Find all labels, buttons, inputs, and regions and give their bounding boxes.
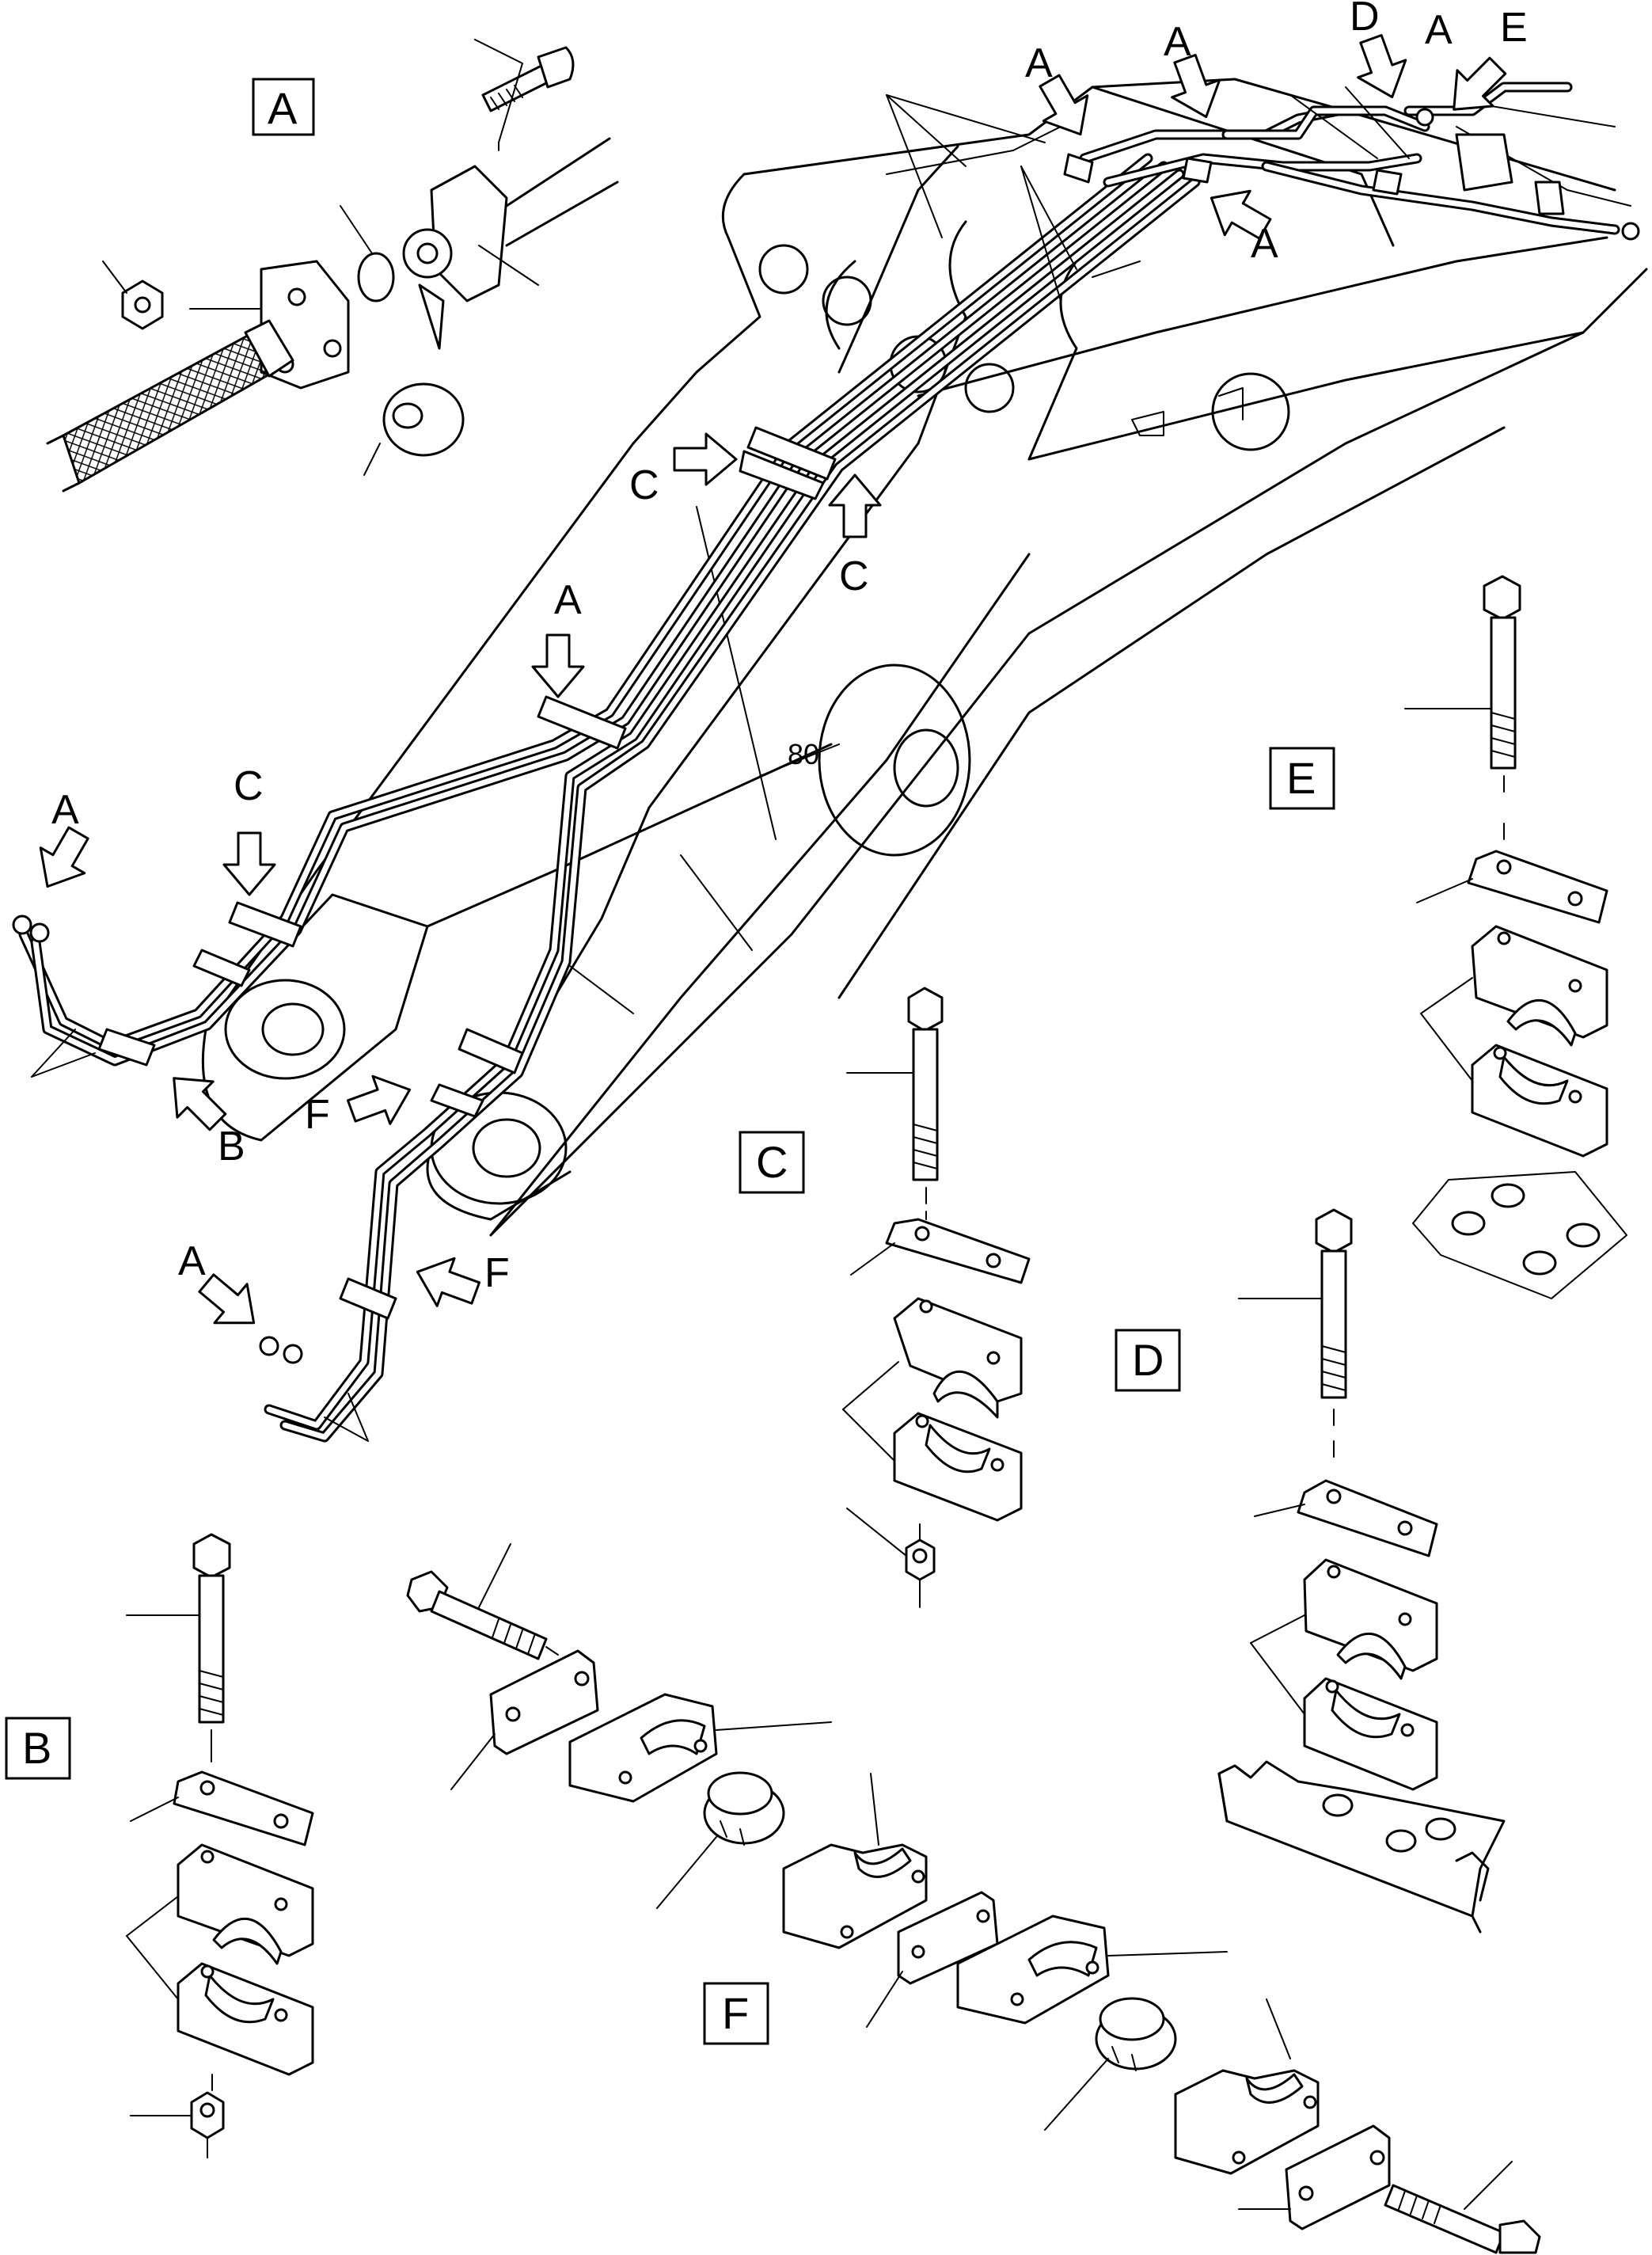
- detail-label: A: [268, 83, 298, 133]
- detail-c-clamp: C: [739, 987, 1031, 1608]
- detail-label-box: [739, 1131, 805, 1194]
- callout-label: D: [1350, 0, 1380, 40]
- detail-b-clamp: B: [5, 1533, 314, 2158]
- detail-label-box: [252, 78, 315, 136]
- detail-label: F: [722, 1988, 749, 2038]
- hose-bundle: [12, 82, 1640, 1443]
- detail-label-box: [1269, 747, 1335, 810]
- detail-d-clamp: D: [1115, 1208, 1506, 1934]
- detail-f-clamp: F: [406, 1543, 1541, 2254]
- detail-label: D: [1132, 1335, 1164, 1385]
- callout-label: A: [1025, 40, 1053, 86]
- callout-label: F: [305, 1092, 330, 1138]
- callout-label: A: [1164, 19, 1191, 65]
- callout-label: A: [51, 787, 79, 833]
- boom-part-number: 80: [788, 738, 819, 770]
- callout-label: F: [484, 1250, 510, 1296]
- callout-labels: A A D E A C C A C A B F A A F: [51, 0, 1528, 1296]
- callout-label: A: [1251, 221, 1278, 267]
- detail-label: C: [756, 1137, 788, 1187]
- detail-label-box: [5, 1717, 71, 1780]
- detail-label-box: [703, 1982, 769, 2045]
- callout-label: E: [1500, 5, 1528, 51]
- callout-label: A: [178, 1238, 206, 1284]
- callout-label: B: [218, 1124, 245, 1169]
- callout-label: C: [234, 763, 264, 809]
- detail-a-flange-fitting: A: [46, 39, 619, 492]
- excavator-boom: [201, 78, 1648, 1237]
- callout-label: A: [1425, 7, 1453, 53]
- detail-label: E: [1286, 753, 1316, 803]
- callout-label: C: [839, 553, 869, 599]
- detail-label-box: [1115, 1329, 1181, 1392]
- callout-label: A: [554, 577, 582, 623]
- detail-label: B: [22, 1723, 51, 1773]
- callout-label: C: [629, 462, 659, 508]
- detail-e-clamp: E: [1269, 575, 1627, 1299]
